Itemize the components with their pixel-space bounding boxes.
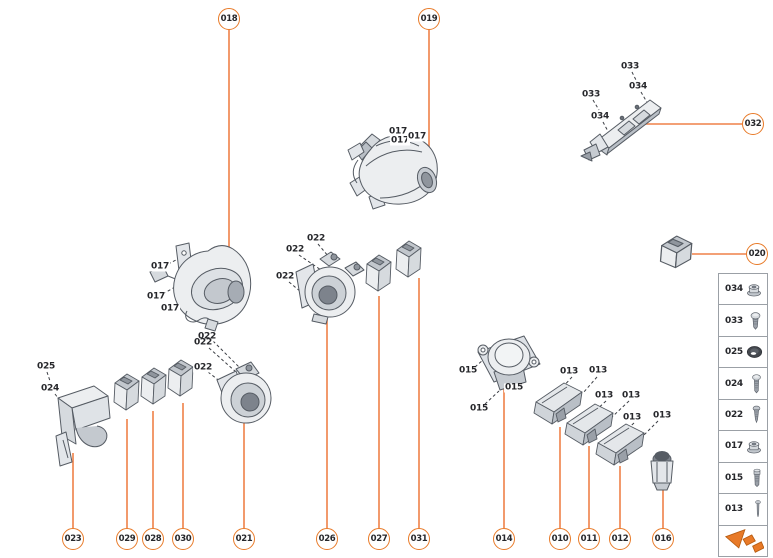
- thin-screw-icon: [753, 499, 763, 519]
- part-030[interactable]: [167, 359, 194, 397]
- callout-028[interactable]: 028: [142, 528, 164, 550]
- callout-027[interactable]: 027: [368, 528, 390, 550]
- legend-item-label: 015: [725, 472, 743, 483]
- part-label-034: 034: [590, 111, 610, 122]
- legend-item-label: 022: [725, 409, 743, 420]
- callout-014[interactable]: 014: [493, 528, 515, 550]
- part-label-017: 017: [407, 131, 427, 142]
- part-label-025: 025: [36, 361, 56, 372]
- part-016[interactable]: [650, 451, 674, 491]
- callout-032[interactable]: 032: [742, 113, 764, 135]
- callout-031[interactable]: 031: [408, 528, 430, 550]
- legend-item-025[interactable]: 025: [719, 335, 767, 367]
- fastener-legend-panel: 034 033 025 024 022 017 015 013: [718, 273, 768, 557]
- part-032[interactable]: [580, 99, 662, 162]
- direction-arrow-icon: [724, 528, 764, 554]
- flange-nut-icon: [745, 282, 763, 297]
- leader-lines: [72, 30, 746, 528]
- part-label-022: 022: [193, 362, 213, 373]
- part-label-013: 013: [594, 390, 614, 401]
- callout-011[interactable]: 011: [578, 528, 600, 550]
- callout-016[interactable]: 016: [652, 528, 674, 550]
- flange-nut-icon: [745, 439, 763, 454]
- callout-029[interactable]: 029: [116, 528, 138, 550]
- part-label-022: 022: [193, 337, 213, 348]
- legend-item-017[interactable]: 017: [719, 430, 767, 461]
- part-label-013: 013: [559, 366, 579, 377]
- callout-010[interactable]: 010: [549, 528, 571, 550]
- part-021[interactable]: [216, 361, 272, 424]
- legend-item-013[interactable]: 013: [719, 493, 767, 524]
- part-label-017: 017: [146, 291, 166, 302]
- tapping-screw-icon: [750, 405, 763, 424]
- callout-020[interactable]: 020: [746, 243, 768, 265]
- part-label-022: 022: [197, 331, 217, 342]
- callout-019[interactable]: 019: [418, 8, 440, 30]
- part-019[interactable]: [347, 133, 440, 210]
- legend-item-024[interactable]: 024: [719, 367, 767, 398]
- legend-direction-arrow-row: [719, 524, 767, 556]
- part-label-013: 013: [622, 412, 642, 423]
- part-020[interactable]: [659, 235, 693, 269]
- part-label-022: 022: [275, 271, 295, 282]
- part-label-013: 013: [588, 365, 608, 376]
- part-label-024: 024: [40, 383, 60, 394]
- legend-item-label: 024: [725, 378, 743, 389]
- part-026[interactable]: [295, 251, 365, 325]
- legend-item-label: 017: [725, 441, 743, 452]
- callout-030[interactable]: 030: [172, 528, 194, 550]
- part-label-017: 017: [390, 135, 410, 146]
- callout-021[interactable]: 021: [233, 528, 255, 550]
- part-label-022: 022: [285, 244, 305, 255]
- part-label-022: 022: [306, 233, 326, 244]
- round-head-screw-icon: [748, 311, 763, 330]
- callout-023[interactable]: 023: [62, 528, 84, 550]
- part-label-034: 034: [628, 81, 648, 92]
- legend-item-label: 034: [725, 284, 743, 295]
- part-label-017: 017: [150, 261, 170, 272]
- legend-item-033[interactable]: 033: [719, 304, 767, 335]
- part-label-033: 033: [620, 61, 640, 72]
- part-028[interactable]: [140, 367, 167, 405]
- legend-item-label: 025: [725, 347, 743, 358]
- legend-item-label: 013: [725, 504, 743, 515]
- part-label-015: 015: [504, 382, 524, 393]
- callout-012[interactable]: 012: [609, 528, 631, 550]
- part-label-013: 013: [621, 390, 641, 401]
- part-014[interactable]: [477, 335, 541, 391]
- part-label-017: 017: [160, 303, 180, 314]
- part-027[interactable]: [365, 254, 392, 292]
- part-label-033: 033: [581, 89, 601, 100]
- legend-item-022[interactable]: 022: [719, 398, 767, 430]
- part-023[interactable]: [55, 385, 111, 467]
- long-screw-icon: [750, 373, 763, 394]
- legend-item-label: 033: [725, 315, 743, 326]
- legend-item-015[interactable]: 015: [719, 461, 767, 493]
- part-label-013: 013: [652, 410, 672, 421]
- part-label-015: 015: [458, 365, 478, 376]
- callout-018[interactable]: 018: [218, 8, 240, 30]
- legend-item-034[interactable]: 034: [719, 274, 767, 304]
- part-label-015: 015: [469, 403, 489, 414]
- part-018[interactable]: [149, 242, 252, 332]
- part-031[interactable]: [395, 240, 422, 278]
- part-029[interactable]: [113, 373, 140, 411]
- socket-bolt-icon: [751, 468, 763, 488]
- callout-026[interactable]: 026: [316, 528, 338, 550]
- grommet-icon: [746, 345, 763, 359]
- part-label-017: 017: [388, 126, 408, 137]
